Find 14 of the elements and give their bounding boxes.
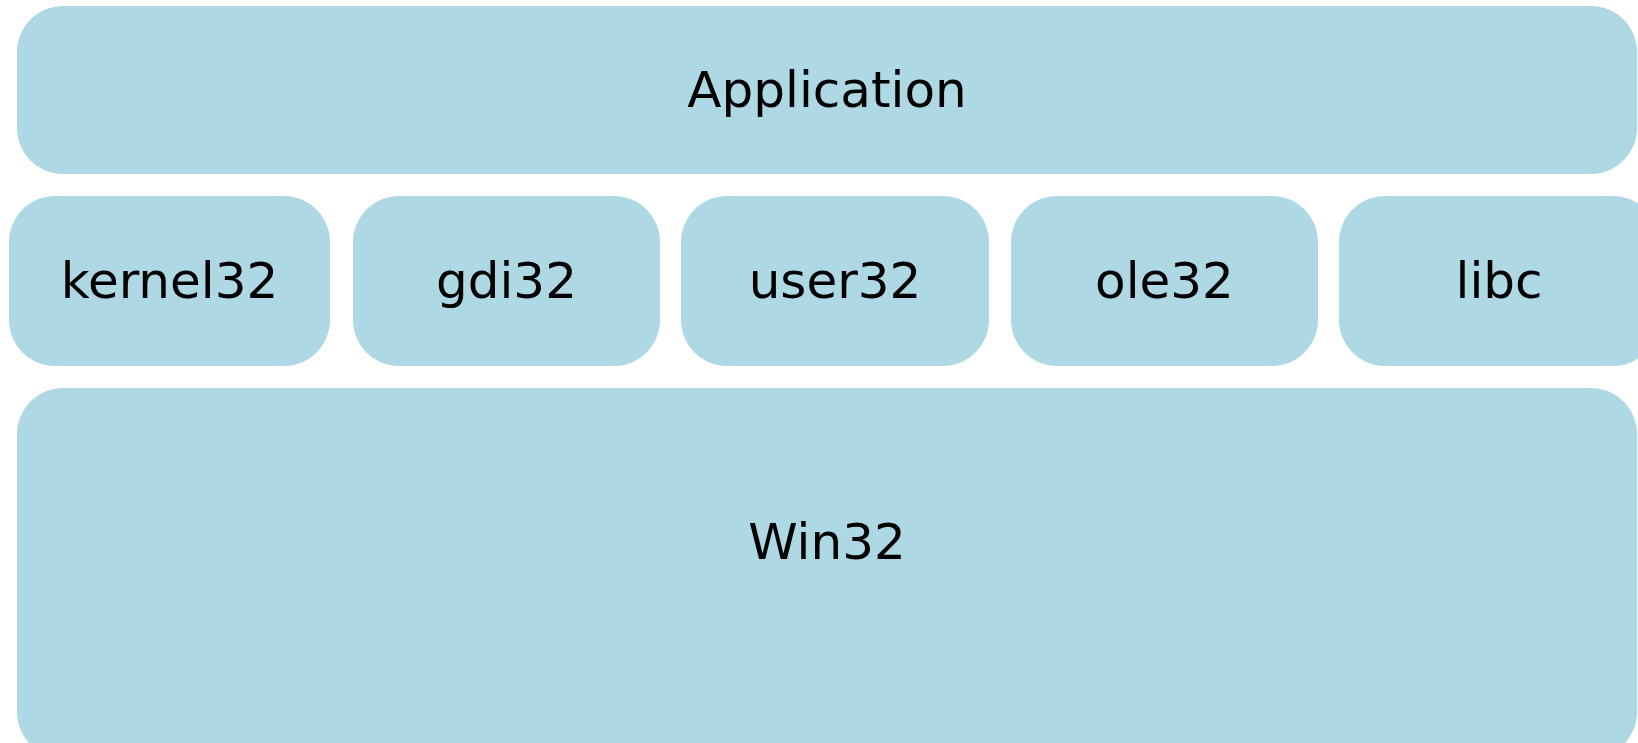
- layer-label: ole32: [1095, 252, 1234, 310]
- layer-label: Application: [687, 61, 967, 119]
- layer-box: [353, 196, 660, 366]
- layer-box: [9, 196, 330, 366]
- layer-label: Win32: [748, 513, 906, 571]
- layer-label: user32: [748, 252, 922, 310]
- layer-box: [1339, 196, 1638, 366]
- layer-box: [1011, 196, 1318, 366]
- layer-label: libc: [1455, 252, 1543, 310]
- layer-box: [17, 388, 1637, 743]
- layer-label: gdi32: [436, 252, 577, 310]
- layer-box: [681, 196, 989, 366]
- layer-box: [17, 6, 1637, 174]
- layer-label: kernel32: [60, 252, 279, 310]
